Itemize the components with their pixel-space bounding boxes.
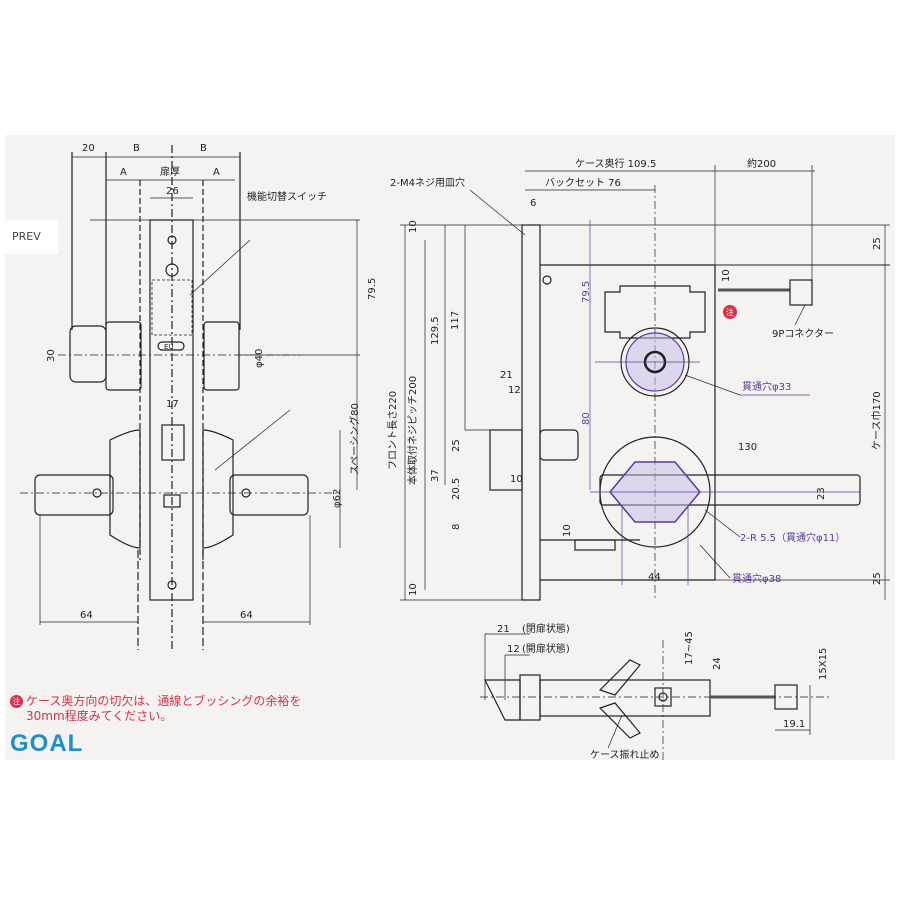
- plate-mark: EU: [164, 343, 174, 351]
- note-marker-text: 注: [726, 307, 734, 317]
- dim-64-left: 64: [80, 610, 93, 621]
- dim-b-right: B: [200, 143, 207, 154]
- dim-a-left: A: [120, 167, 127, 178]
- brand-logo: GOAL: [10, 730, 84, 757]
- dim-15x15: 15X15: [818, 648, 829, 680]
- open-state-label: (開扉状態): [522, 642, 570, 655]
- closed-state-label: (閉扉状態): [522, 622, 570, 635]
- dim-79-5-left: 79.5: [367, 278, 378, 300]
- dim-phi40: φ40: [254, 349, 265, 368]
- left-side-view: [20, 145, 360, 650]
- dim-44: 44: [648, 572, 661, 583]
- annotations: 20 B B A 扉厚 A 26 機能切替スイッチ 79.5 30 φ40 EU…: [46, 143, 883, 761]
- dim-10-wire: 10: [721, 269, 732, 282]
- dim-phi62: φ62: [332, 489, 343, 508]
- r-holes-label: 2-R 5.5（貫通穴φ11）: [740, 531, 845, 544]
- connector-label: 9Pコネクター: [772, 328, 834, 340]
- drawing-background: [5, 135, 895, 760]
- front-view: [400, 165, 890, 601]
- dim-19-1: 19.1: [783, 719, 805, 730]
- case-stabilizer-label: ケース振れ止め: [590, 748, 660, 761]
- dim-17: 17: [166, 399, 179, 410]
- screw-pitch-label: 本体取付ネジピッチ200: [406, 376, 419, 485]
- dim-10-bottom: 10: [408, 583, 419, 596]
- note-line-2: 30mm程度みてください。: [26, 709, 173, 723]
- dim-24: 24: [712, 657, 723, 670]
- door-thickness-label: 扉厚: [160, 165, 180, 178]
- dim-20: 20: [82, 143, 95, 154]
- case-depth-label: ケース奥行 109.5: [575, 157, 656, 170]
- line-work: [20, 145, 890, 760]
- dim-25-bottom: 25: [872, 572, 883, 585]
- dim-10-top: 10: [408, 220, 419, 233]
- dim-23: 23: [816, 487, 827, 500]
- hole-38-label: 貫通穴φ38: [732, 572, 781, 585]
- dim-8: 8: [451, 524, 462, 530]
- top-view: [480, 633, 830, 760]
- dim-10-low: 10: [562, 524, 573, 537]
- screw-hole-label: 2-M4ネジ用皿穴: [390, 176, 465, 189]
- dim-79-5-right: 79.5: [581, 281, 592, 303]
- dim-b-left: B: [133, 143, 140, 154]
- dim-6: 6: [530, 198, 536, 209]
- dim-64-right: 64: [240, 610, 253, 621]
- backset-label: バックセット 76: [545, 177, 621, 189]
- dim-26: 26: [166, 186, 179, 197]
- dim-117: 117: [450, 311, 461, 330]
- dim-80: 80: [581, 412, 592, 425]
- note-line-1: ケース奥方向の切欠は、通線とブッシングの余裕を: [26, 694, 302, 708]
- dim-21-bottom: 21: [497, 624, 510, 635]
- dim-12-bottom: 12: [507, 644, 520, 655]
- dim-21-latch: 21: [500, 370, 513, 381]
- dim-20-5: 20.5: [451, 478, 462, 500]
- case-width-label: ケース巾170: [870, 391, 883, 450]
- dim-130: 130: [738, 442, 757, 453]
- note-badge: 注: [10, 695, 23, 708]
- approx-200-label: 約200: [747, 157, 776, 170]
- dim-129-5: 129.5: [430, 316, 441, 345]
- dim-10-latch: 10: [510, 474, 523, 485]
- front-length-label: フロント長さ220: [387, 391, 399, 470]
- prev-button[interactable]: PREV: [0, 220, 58, 254]
- dim-30: 30: [46, 349, 57, 362]
- installation-note: 注ケース奥方向の切欠は、通線とブッシングの余裕を 30mm程度みてください。: [10, 694, 301, 724]
- dim-17-45: 17~45: [684, 631, 695, 665]
- dim-a-right: A: [213, 167, 220, 178]
- note-marker-icon: [723, 305, 737, 319]
- hole-33-label: 貫通穴φ33: [742, 380, 791, 393]
- dim-25-top: 25: [872, 237, 883, 250]
- dim-25-mid: 25: [451, 439, 462, 452]
- dim-37: 37: [430, 469, 441, 482]
- function-switch-label: 機能切替スイッチ: [247, 190, 327, 203]
- spacing-80-label: スペーシング80: [348, 403, 361, 475]
- dim-12-latch: 12: [508, 385, 521, 396]
